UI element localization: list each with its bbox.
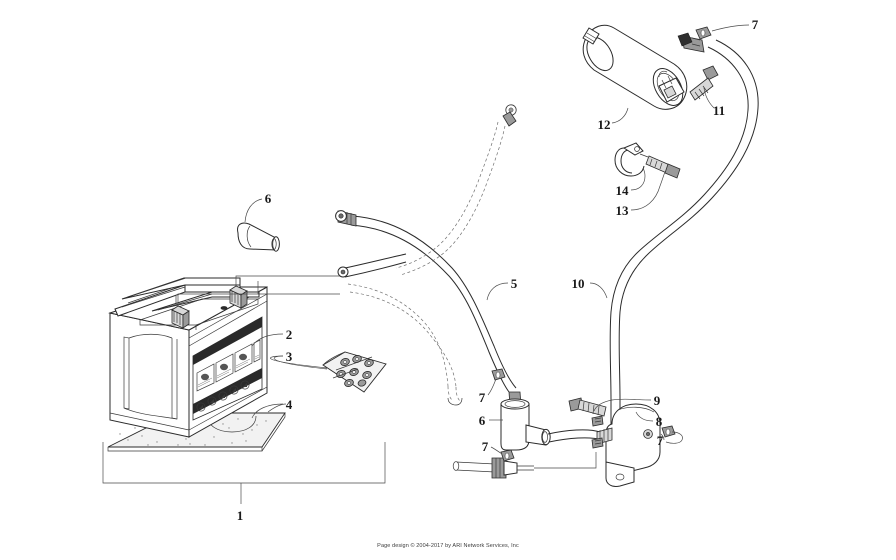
callout-1: 1 xyxy=(237,508,244,523)
nut-7-coil xyxy=(695,26,712,40)
callout-10: 10 xyxy=(572,276,585,291)
nut-7-solenoid xyxy=(661,425,676,438)
ground-cable-10 xyxy=(609,32,759,442)
nut-7-upper-boot xyxy=(491,368,506,381)
solenoid-mount-bolt-9 xyxy=(568,397,607,417)
battery-terminal-positive xyxy=(171,305,190,329)
callout-7-solenoid: 7 xyxy=(657,433,664,448)
battery-warning-label xyxy=(192,316,263,421)
callout-13: 13 xyxy=(616,203,630,218)
callout-14: 14 xyxy=(616,183,630,198)
cable-lug-secondary xyxy=(337,266,349,278)
callout-5: 5 xyxy=(511,276,518,291)
coil-terminal-block xyxy=(658,75,685,103)
callout-8: 8 xyxy=(656,414,663,429)
cable-clamp-14 xyxy=(614,142,649,177)
cable-connector-coil xyxy=(677,32,705,53)
coil-mount-bolt-11 xyxy=(689,65,719,101)
hardware-kit-3 xyxy=(322,351,387,393)
hidden-cable-lower-branch xyxy=(347,283,463,406)
solenoid-terminal-studs xyxy=(591,415,604,449)
callout-4: 4 xyxy=(286,397,293,412)
terminal-boot-6-lower xyxy=(500,398,551,451)
callout-11: 11 xyxy=(713,103,725,118)
cable-lug-positive xyxy=(335,210,357,227)
battery-terminal-negative xyxy=(229,285,248,309)
callout-7-coil: 7 xyxy=(752,17,759,32)
terminal-leader-lines xyxy=(177,275,340,306)
callout-7-lower: 7 xyxy=(482,439,489,454)
callout-7-upper: 7 xyxy=(479,390,486,405)
callout-12: 12 xyxy=(598,117,611,132)
callout-9: 9 xyxy=(654,393,661,408)
footer-copyright: Page design © 2004-2017 by ARI Network S… xyxy=(377,543,519,549)
callout-6-upper: 6 xyxy=(265,191,272,206)
cable-ring-terminal-top xyxy=(502,104,517,127)
assembly-bracket-1 xyxy=(102,442,386,504)
callout-3: 3 xyxy=(286,349,293,364)
callout-labels: 1 2 3 4 5 6 6 7 7 7 7 8 9 10 11 12 13 14 xyxy=(237,17,759,523)
callout-2: 2 xyxy=(286,327,293,342)
terminal-boot-6-upper xyxy=(237,222,280,252)
starter-solenoid-8 xyxy=(591,403,661,487)
hidden-cable-upper xyxy=(395,104,517,276)
ignition-coil-12 xyxy=(582,24,688,110)
callout-leader-lines xyxy=(244,24,750,455)
clamp-bolt-13 xyxy=(645,155,681,179)
cable-lower-left xyxy=(452,452,597,479)
callout-6-lower: 6 xyxy=(479,413,486,428)
nut-7-lower-boot xyxy=(500,449,515,462)
